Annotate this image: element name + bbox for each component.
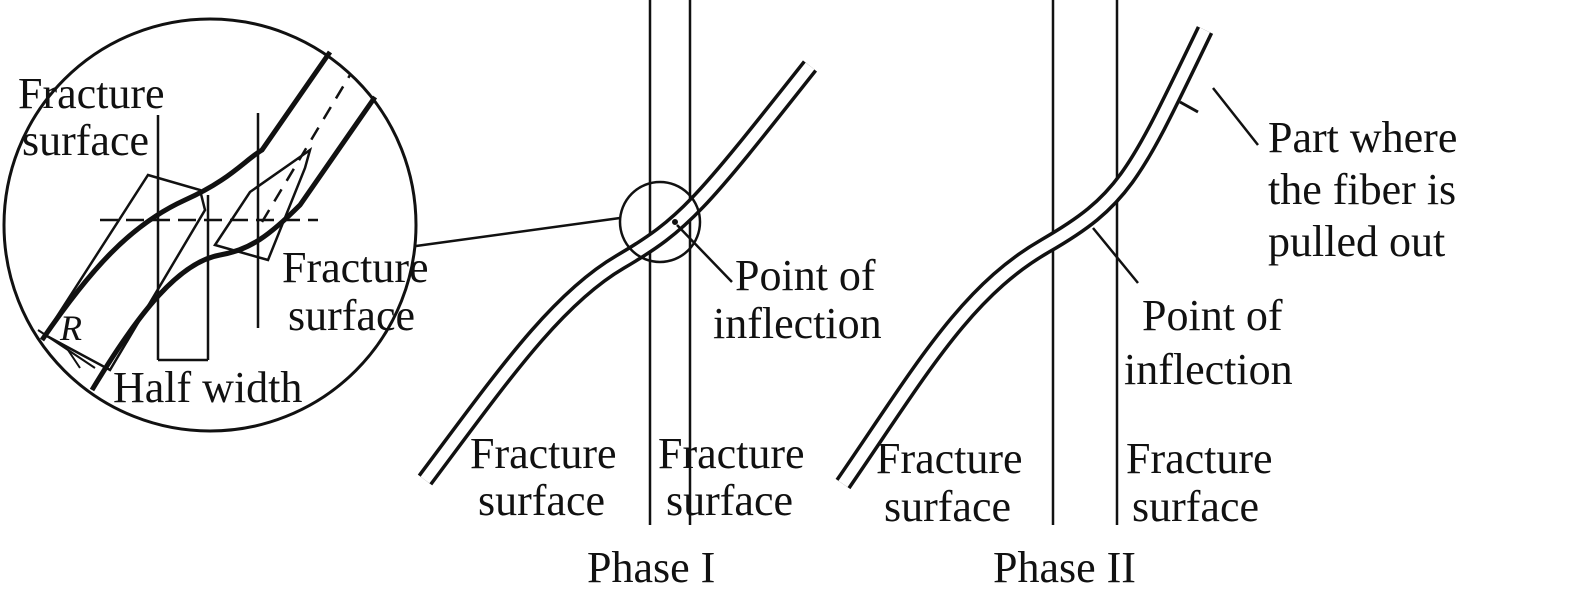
phase1-inflection-leader	[676, 224, 733, 283]
phase2-pullout-line2: the fiber is	[1268, 165, 1456, 214]
inset-leader-line	[415, 216, 621, 248]
phase2-inflection-line1: Point of	[1142, 291, 1283, 340]
phase1-inflection-line1: Point of	[735, 251, 876, 300]
inset-radius-marker	[37, 329, 96, 369]
inset-center-dashed	[260, 74, 352, 223]
inset-fiber-lower-wall	[89, 95, 378, 392]
phase2-group	[835, 0, 1259, 525]
phase2-pullout-leader	[1212, 87, 1259, 146]
inset-radius-tick	[67, 349, 81, 369]
phase1-fracture-left-line1: Fracture	[470, 429, 617, 478]
phase2-inflection-line2: inflection	[1124, 345, 1293, 394]
inset-circle	[2, 17, 418, 433]
phase2-fracture-right-line1: Fracture	[1126, 434, 1273, 483]
phase1-fracture-right-line2: surface	[666, 476, 793, 525]
inset-fiber-upper-wall	[39, 50, 333, 342]
inset-fracture-right-line2: surface	[288, 291, 415, 340]
inset-fracture-left-line2: surface	[22, 116, 149, 165]
phase1-magnify-circle	[618, 180, 702, 264]
phase1-fiber-fill	[420, 62, 815, 484]
phase2-title: Phase II	[993, 543, 1136, 592]
phase2-fracture-right-line2: surface	[1132, 482, 1259, 531]
phase2-inflection-leader	[1092, 227, 1139, 284]
inset-half-width-label: Half width	[113, 363, 302, 412]
phase1-inflection-line2: inflection	[713, 299, 882, 348]
phase1-title: Phase I	[587, 543, 715, 592]
phase2-pullout-line1: Part where	[1268, 113, 1457, 162]
inset-fracture-right-line1: Fracture	[282, 243, 429, 292]
phase2-fiber-fill	[838, 27, 1210, 488]
phase2-pullout-boundary	[1179, 100, 1199, 114]
phase2-pullout-line3: pulled out	[1268, 217, 1445, 266]
phase1-inflection-point	[672, 219, 678, 225]
inset-radius-label: R	[59, 308, 82, 348]
phase1-fracture-right-line1: Fracture	[658, 429, 805, 478]
phase2-fracture-left-line1: Fracture	[876, 434, 1023, 483]
phase1-fracture-left-line2: surface	[478, 476, 605, 525]
phase1-group	[417, 0, 818, 525]
inset-fracture-left-line1: Fracture	[18, 69, 165, 118]
inset-magnified-view	[2, 17, 621, 433]
phase2-fracture-left-line2: surface	[884, 482, 1011, 531]
inset-fracture-block-left	[43, 173, 207, 372]
